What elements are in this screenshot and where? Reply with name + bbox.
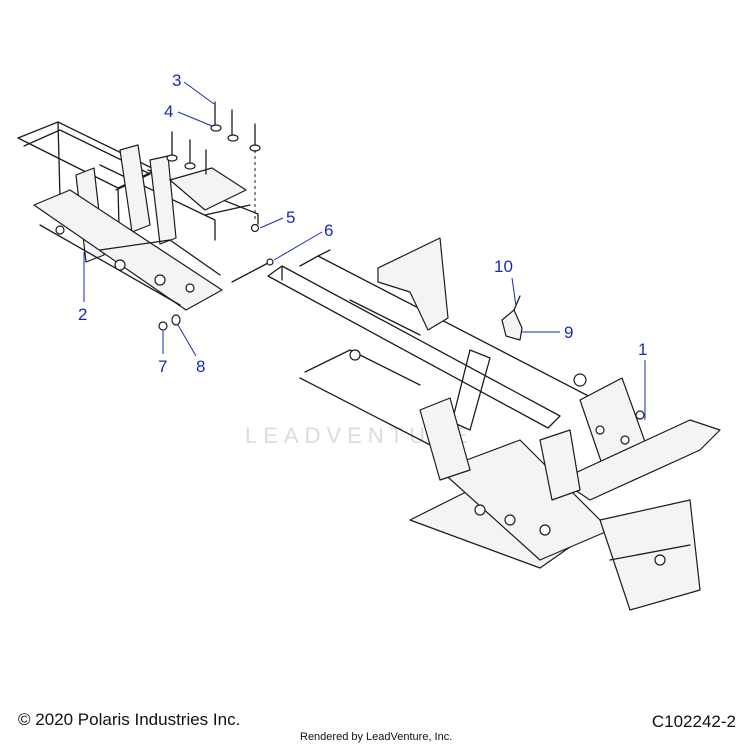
callout-5: 5: [259, 208, 295, 229]
bracket: [501, 295, 523, 341]
callout-9: 9: [522, 323, 573, 342]
svg-text:7: 7: [158, 357, 167, 376]
svg-text:1: 1: [638, 340, 647, 359]
svg-text:3: 3: [172, 71, 181, 90]
svg-text:9: 9: [564, 323, 573, 342]
rendered-by: Rendered by LeadVenture, Inc.: [300, 731, 453, 743]
callout-2: 2: [78, 252, 87, 324]
svg-text:4: 4: [164, 102, 173, 121]
rear-subframe: [17, 121, 259, 311]
nut: [158, 321, 168, 331]
pivot-pin: [231, 261, 271, 283]
callout-4: 4: [164, 102, 213, 127]
svg-text:8: 8: [196, 357, 205, 376]
bolt-set: [166, 101, 261, 233]
callout-7: 7: [158, 331, 167, 376]
svg-text:5: 5: [286, 208, 295, 227]
main-frame: [267, 237, 721, 611]
callout-10: 10: [494, 257, 517, 307]
callout-3: 3: [172, 71, 215, 105]
callout-8: 8: [177, 324, 205, 376]
washer: [171, 314, 181, 326]
svg-text:10: 10: [494, 257, 513, 276]
part-code: C102242-2: [651, 712, 736, 731]
copyright-notice: © 2020 Polaris Industries Inc.: [18, 710, 241, 729]
callout-1: 1: [638, 340, 647, 420]
svg-text:6: 6: [324, 221, 333, 240]
svg-text:2: 2: [78, 305, 87, 324]
callout-6: 6: [273, 221, 333, 261]
